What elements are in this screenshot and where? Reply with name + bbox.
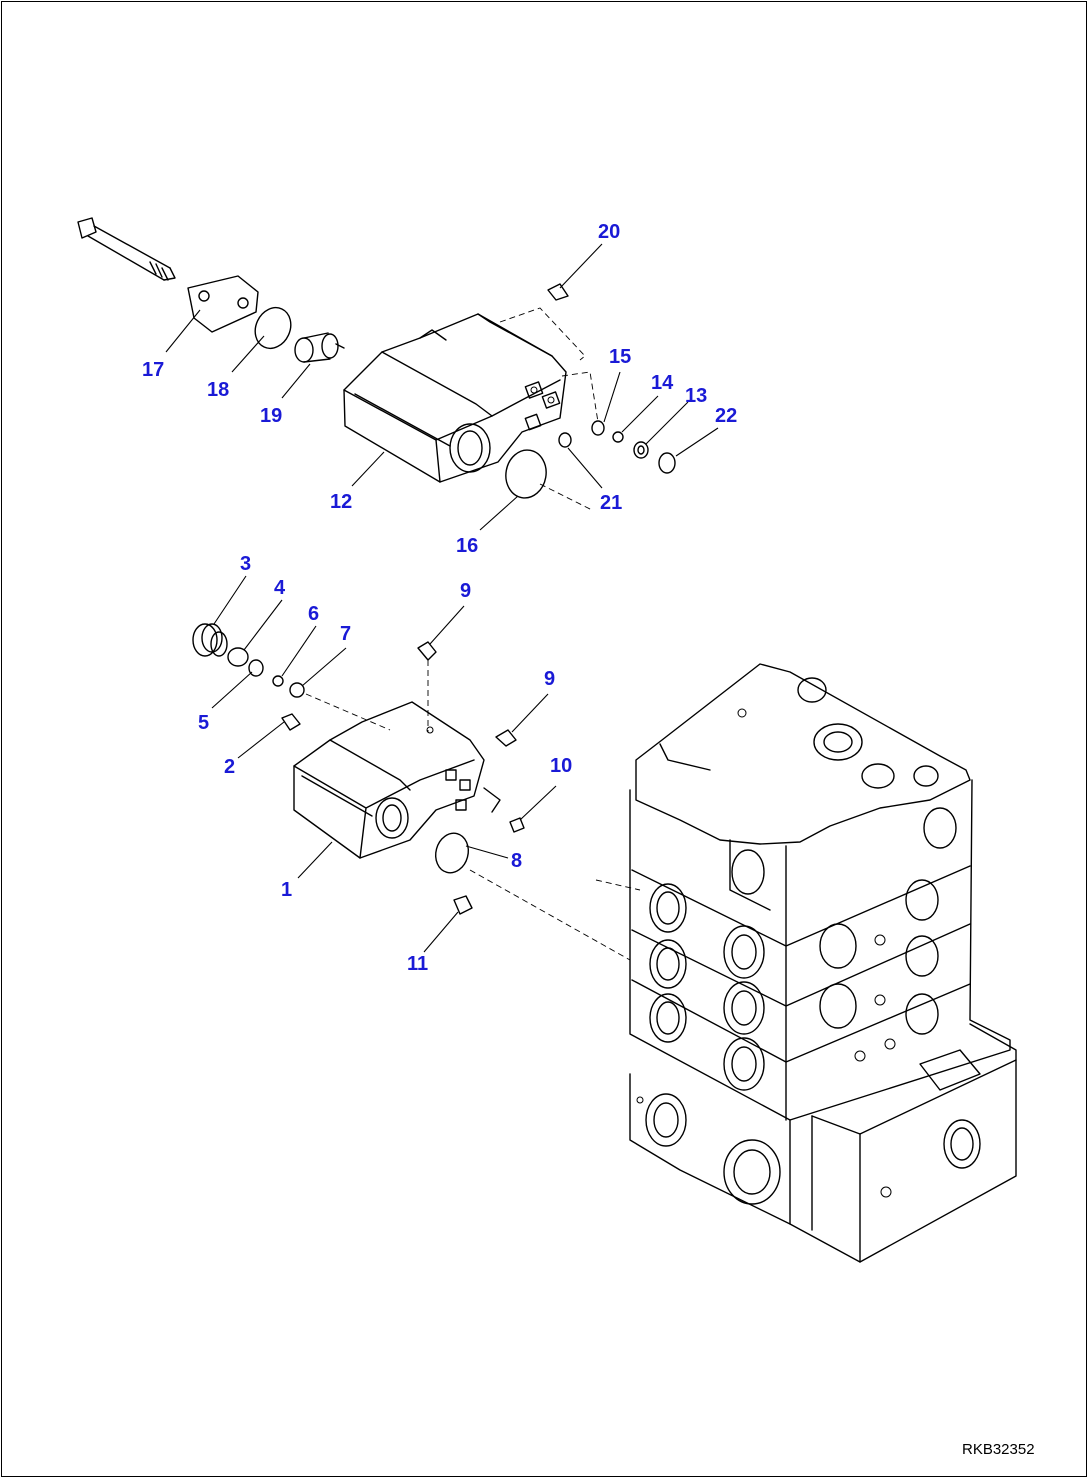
label-part-4: 4: [274, 577, 286, 599]
label-part-9-side: 9: [544, 668, 555, 690]
label-part-16: 16: [456, 535, 478, 557]
label-part-10: 10: [550, 755, 572, 777]
plug-part-10: [509, 817, 525, 833]
label-part-2: 2: [224, 756, 235, 778]
label-part-19: 19: [260, 405, 282, 427]
label-part-6: 6: [308, 603, 319, 625]
label-part-22: 22: [715, 405, 737, 427]
plug-part-3: [192, 623, 228, 657]
bolt-part-17: [77, 217, 176, 281]
o-ring-part-8: [435, 832, 469, 874]
main-control-valve-block: [629, 663, 1017, 1263]
label-part-18: 18: [207, 379, 229, 401]
o-rings-lower: [505, 432, 572, 499]
drawing-code: RKB32352: [962, 1441, 1035, 1458]
plug-part-11: [453, 895, 473, 915]
label-part-13: 13: [685, 385, 707, 407]
label-part-21: 21: [600, 492, 622, 514]
label-part-17: 17: [142, 359, 164, 381]
upper-alignment-lines: [499, 307, 599, 511]
small-parts-right: [591, 420, 676, 474]
label-part-12: 12: [330, 491, 352, 513]
plug-part-9-side: [495, 729, 517, 747]
spool-part-19: [294, 332, 345, 363]
label-part-5: 5: [198, 712, 209, 734]
label-part-9-top: 9: [460, 580, 471, 602]
plug-part-9-top: [417, 641, 437, 661]
label-part-11: 11: [407, 953, 428, 975]
valve-body-part-1: [293, 701, 501, 859]
label-part-1: 1: [281, 879, 292, 901]
leader-lines: [165, 243, 719, 953]
label-part-7: 7: [340, 623, 351, 645]
label-part-3: 3: [240, 553, 251, 575]
o-ring-part-4: [227, 647, 249, 667]
cover-plate-part-17: [187, 275, 259, 333]
valve-body-part-12: [343, 313, 567, 483]
o-ring-part-18: [254, 306, 292, 350]
plug-part-2: [281, 713, 301, 731]
small-parts-left: [248, 659, 305, 698]
plug-part-20: [547, 283, 569, 301]
part-number-labels: 20 17 18 19 15 14 13 22 12 21 16 3 4 9 6…: [142, 221, 737, 975]
label-part-15: 15: [609, 346, 631, 368]
middle-alignment-lines: [305, 693, 641, 961]
label-part-8: 8: [511, 850, 522, 872]
label-part-20: 20: [598, 221, 620, 243]
label-part-14: 14: [651, 372, 674, 394]
